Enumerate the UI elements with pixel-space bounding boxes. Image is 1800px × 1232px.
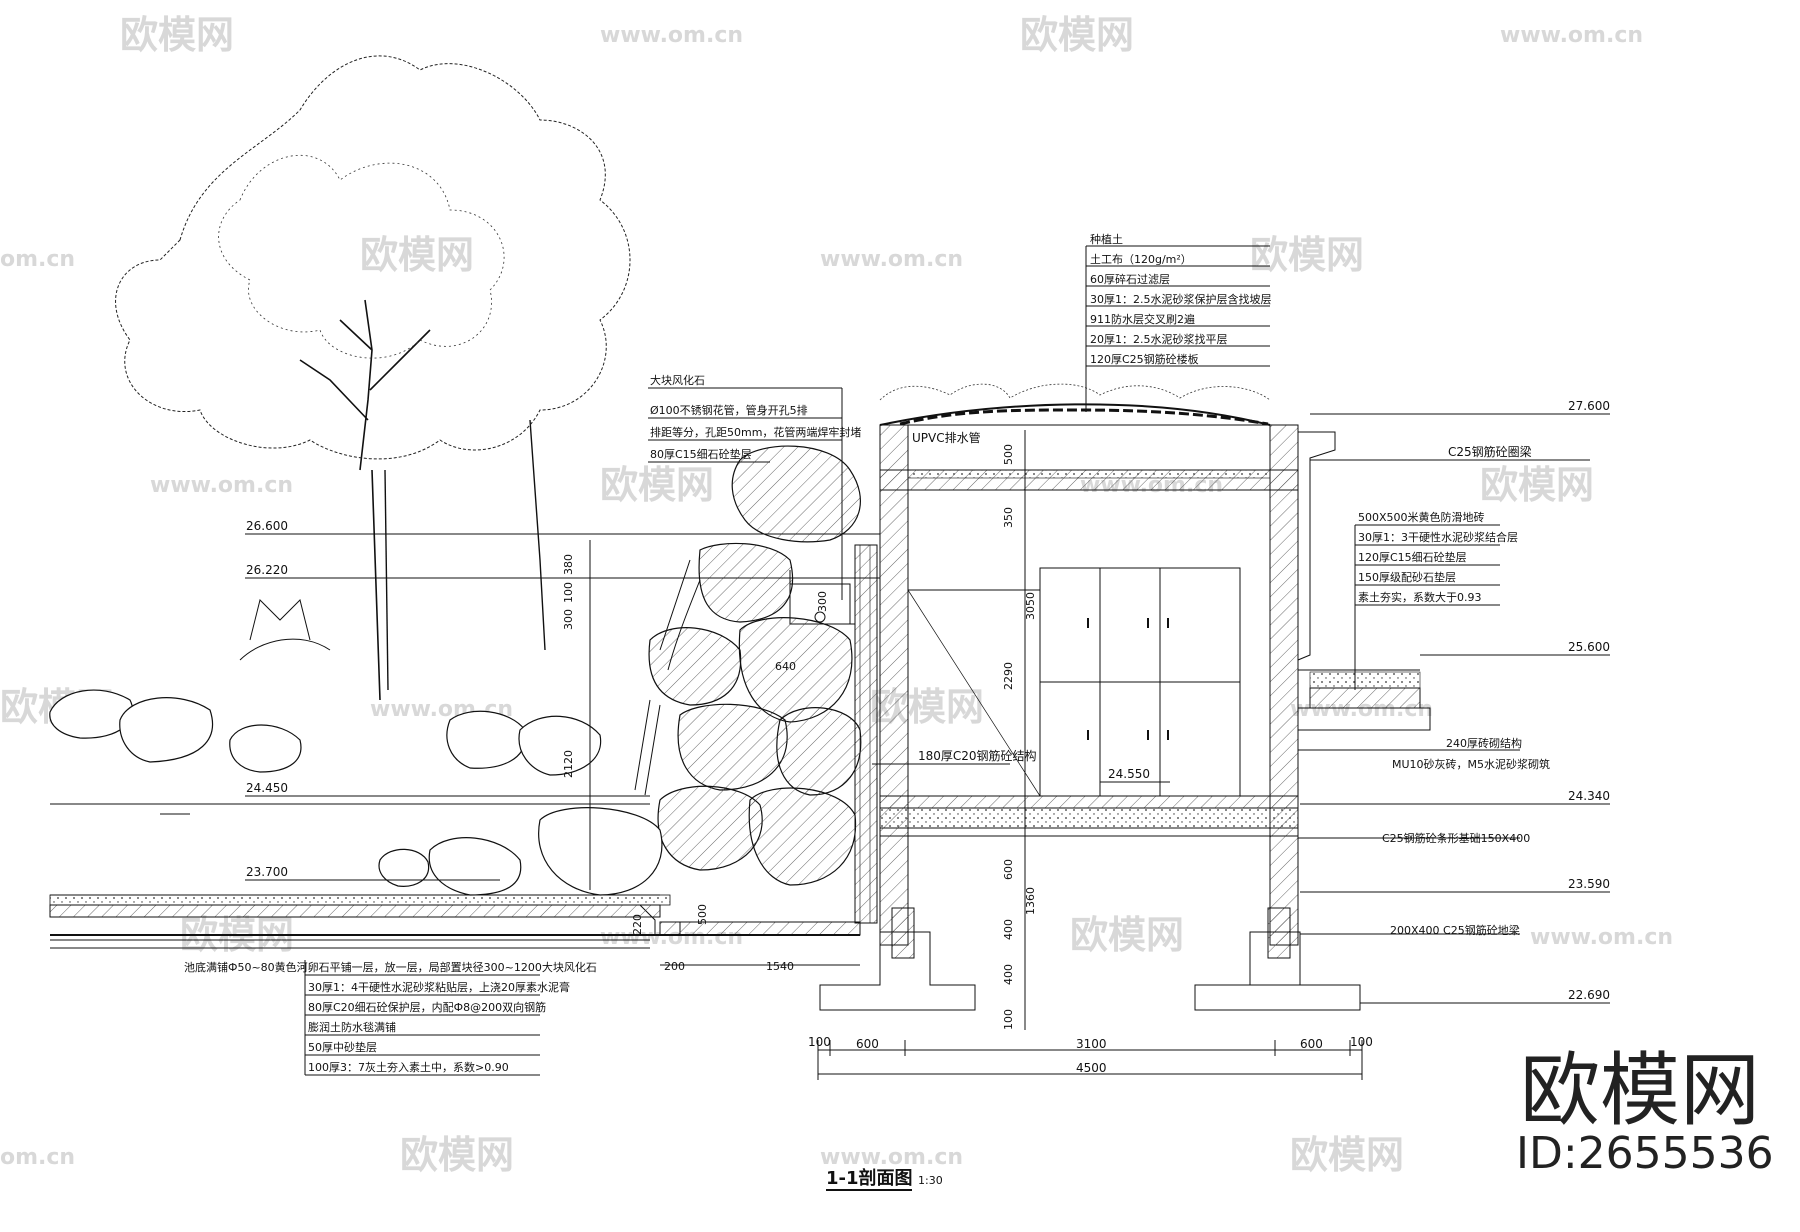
pool-note-text: 80厚C20细石砼保护层，内配Ф8@200双向钢筋 (308, 1000, 546, 1014)
dim-text: 100 (1002, 1009, 1015, 1030)
dim-text: 300 (816, 591, 829, 612)
floor-layer-text: 30厚1：3干硬性水泥砂浆结合层 (1358, 530, 1518, 544)
watermark-site: www.om.cn (150, 473, 293, 498)
roof-layer-text: 120厚C25钢筋砼楼板 (1090, 352, 1199, 366)
roof-layer-text: 30厚1：2.5水泥砂浆保护层含找坡层 (1090, 292, 1272, 306)
pool-section (49, 803, 861, 949)
ground-beam-note: C25钢筋砼条形基础150X400 (1382, 831, 1530, 845)
floor-layer-text: 150厚级配砂石垫层 (1358, 570, 1456, 584)
dim-text: 3050 (1024, 592, 1037, 620)
elevation-label: 27.600 (1568, 399, 1610, 413)
roof-layer-text: 土工布（120g/m²） (1090, 253, 1192, 266)
pool-note-text: 膨润土防水毯满铺 (308, 1020, 396, 1034)
building-section (819, 383, 1431, 1011)
pool-note-text: 池底满铺Ф50~80黄色河卵石平铺一层，放一层，局部置块径300~1200大块风… (184, 960, 597, 974)
watermark-site: www.om.cn (820, 1145, 963, 1170)
watermark-site: om.cn (0, 1145, 75, 1170)
beam-note: C25钢筋砼圈梁 (1448, 444, 1532, 459)
elevation-markers: 26.600 26.220 24.450 23.700 27.600 25.60… (245, 399, 1610, 1004)
id-text: ID:2655536 (1516, 1128, 1774, 1179)
dim-text: 640 (775, 660, 796, 673)
wall-label: 180厚C20钢筋砼结构 (918, 748, 1037, 763)
dim-text: 380 (562, 554, 575, 575)
elevation-label: 23.700 (246, 865, 288, 879)
dim-text: 100 (808, 1035, 831, 1049)
dim-text: 100 (1350, 1035, 1373, 1049)
watermark-brand: 欧模网 (1290, 1133, 1404, 1177)
dim-text: 220 (631, 914, 644, 935)
tree-illustration (115, 55, 631, 701)
retaining-wall (789, 544, 878, 924)
pool-note-text: 100厚3：7灰土夯入素土中，系数>0.90 (308, 1060, 509, 1074)
pool-note-text: 50厚中砂垫层 (308, 1040, 377, 1054)
dim-text: 3100 (1076, 1037, 1107, 1051)
col-foot-note: 200X400 C25钢筋砼地梁 (1390, 923, 1520, 937)
dimensions: 380 100 300 2120 640 300 220 500 200 154… (562, 430, 1373, 1080)
watermark-site: om.cn (0, 247, 75, 272)
dim-text: 400 (1002, 964, 1015, 985)
watermark-site: www.om.cn (820, 247, 963, 272)
elevation-label: 24.550 (1108, 767, 1150, 781)
watermark-brand: 欧模网 (600, 463, 714, 507)
dim-text: 300 (562, 609, 575, 630)
dim-text: 2120 (562, 750, 575, 778)
dim-text: 600 (1002, 859, 1015, 880)
pipe-note-text: 大块风化石 (650, 373, 705, 387)
watermark-site: www.om.cn (1530, 925, 1673, 950)
title-main: 1-1剖面图 (826, 1167, 913, 1189)
title-scale: 1:30 (918, 1174, 943, 1187)
elevation-label: 26.220 (246, 563, 288, 577)
elevation-label: 23.590 (1568, 877, 1610, 891)
pipe-note-text: Ø100不锈钢花管，管身开孔5排 (650, 403, 808, 417)
dim-text: 2290 (1002, 662, 1015, 690)
watermark-brand: 欧模网 (1480, 463, 1594, 507)
pool-notes: 池底满铺Ф50~80黄色河卵石平铺一层，放一层，局部置块径300~1200大块风… (184, 960, 597, 1076)
rockery (49, 445, 862, 896)
watermark-brand: 欧模网 (1070, 913, 1184, 957)
watermark-site: www.om.cn (600, 23, 743, 48)
brand-logo-text: 欧模网 (1520, 1044, 1760, 1137)
roof-layer-text: 911防水层交叉刷2遍 (1090, 312, 1195, 326)
elevation-label: 26.600 (246, 519, 288, 533)
pipe-note-callout: 大块风化石 Ø100不锈钢花管，管身开孔5排 排距等分，孔距50mm，花管两端焊… (648, 373, 861, 600)
elevation-label: 22.690 (1568, 988, 1610, 1002)
dim-text: 100 (562, 582, 575, 603)
elevation-label: 24.450 (246, 781, 288, 795)
roof-layer-callout: 种植土 土工布（120g/m²） 60厚碎石过滤层 30厚1：2.5水泥砂浆保护… (1085, 232, 1272, 412)
roof-layer-text: 20厚1：2.5水泥砂浆找平层 (1090, 332, 1228, 346)
elevation-label: 25.600 (1568, 640, 1610, 654)
upvc-label: UPVC排水管 (912, 430, 981, 445)
dim-text: 200 (664, 960, 685, 973)
dim-text: 600 (1300, 1037, 1323, 1051)
floor-layer-text: 120厚C15细石砼垫层 (1358, 550, 1467, 564)
dim-text: 500 (696, 904, 709, 925)
pipe-note-text: 排距等分，孔距50mm，花管两端焊牢封堵 (650, 425, 861, 439)
dim-text: 4500 (1076, 1061, 1107, 1075)
watermark-brand: 欧模网 (1020, 13, 1134, 57)
dim-text: 600 (856, 1037, 879, 1051)
dim-text: 1360 (1024, 887, 1037, 915)
watermark-brand: 欧模网 (1250, 233, 1364, 277)
watermark-site: www.om.cn (1500, 23, 1643, 48)
floor-layer-text: 500X500米黄色防滑地砖 (1358, 510, 1485, 524)
elevation-label: 24.340 (1568, 789, 1610, 803)
watermark-brand: 欧模网 (120, 13, 234, 57)
floor-layer-text: 素土夯实，系数大于0.93 (1358, 590, 1482, 604)
dim-text: 1540 (766, 960, 794, 973)
pool-note-text: 30厚1：4干硬性水泥砂浆粘贴层，上浇20厚素水泥膏 (308, 980, 570, 994)
wall-note: MU10砂灰砖，M5水泥砂浆砌筑 (1392, 757, 1550, 771)
dim-text: 350 (1002, 507, 1015, 528)
watermark-brand: 欧模网 (400, 1133, 514, 1177)
dim-text: 500 (1002, 444, 1015, 465)
pipe-note-text: 80厚C15细石砼垫层 (650, 447, 752, 461)
right-notes: C25钢筋砼圈梁 500X500米黄色防滑地砖 30厚1：3干硬性水泥砂浆结合层… (1298, 444, 1590, 937)
watermark-brand: 欧模网 (360, 233, 474, 277)
wall-note: 240厚砖砌结构 (1446, 736, 1522, 750)
roof-layer-text: 60厚碎石过滤层 (1090, 272, 1170, 286)
dim-text: 400 (1002, 919, 1015, 940)
roof-layer-text: 种植土 (1090, 232, 1123, 246)
drawing-title: 1-1剖面图 1:30 (826, 1167, 943, 1191)
